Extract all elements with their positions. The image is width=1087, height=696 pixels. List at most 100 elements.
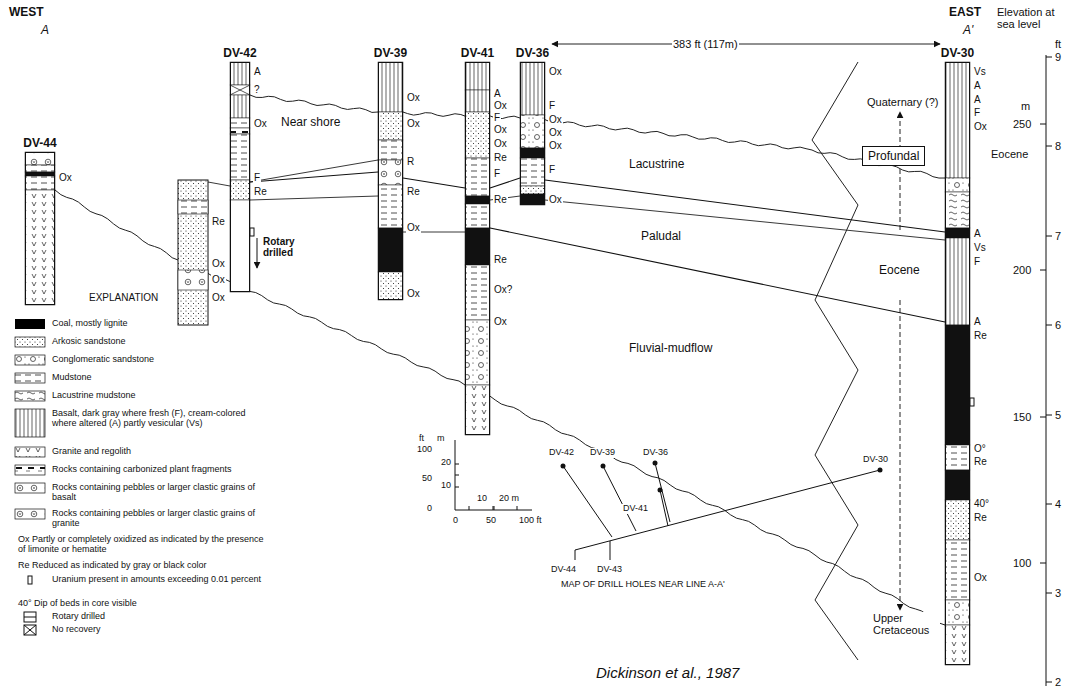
coal-bed	[945, 470, 970, 500]
age-label: Eocene	[990, 148, 1029, 160]
core-interval	[945, 62, 970, 178]
core-note: Ox	[493, 138, 508, 149]
axis-tick-label: 7	[1054, 230, 1062, 242]
map-hole-label: DV-44	[550, 565, 577, 575]
core-note: F	[253, 172, 261, 183]
core-note: Re	[253, 186, 268, 197]
coal-bed	[520, 148, 545, 158]
drill-hole-dot	[878, 468, 883, 473]
axis-tick	[1046, 415, 1052, 416]
legend-item: Lacustrine mudstone	[12, 390, 292, 400]
axis-tick	[1040, 417, 1046, 418]
coal-bed	[520, 194, 545, 205]
scale-tick: 0	[426, 504, 433, 514]
uranium-mark	[970, 398, 974, 406]
axis-tick-label: 100	[1012, 557, 1032, 569]
core-note: Vs	[973, 66, 987, 77]
core-note: Ox	[211, 258, 226, 269]
facies-name: Profundal	[868, 149, 919, 163]
legend-swatch	[15, 373, 45, 383]
core-note: O°	[973, 443, 987, 454]
map-tie-line	[610, 541, 611, 560]
core-interval	[945, 178, 970, 192]
core-note: F	[548, 164, 556, 175]
age-arrow	[900, 300, 901, 610]
core-interval	[945, 500, 970, 540]
axis-tick-label: 3	[1054, 587, 1062, 599]
scale-tick: 0	[452, 516, 459, 526]
legend-text: Rocks containing pebbles or larger clast…	[52, 508, 272, 529]
map-tie-line	[660, 490, 668, 526]
core-note: F	[973, 256, 981, 267]
map-tie-line	[563, 466, 612, 537]
map-tie-line	[603, 466, 636, 531]
axis-tick	[1046, 593, 1052, 594]
core-column	[178, 180, 208, 325]
core-interval	[520, 158, 545, 186]
legend-text: Granite and regolith	[52, 446, 272, 456]
legend-swatch	[14, 611, 46, 623]
legend-swatch	[14, 446, 46, 458]
core-interval	[945, 600, 970, 625]
axis-tick-label: 150	[1012, 411, 1032, 423]
unconformity-line	[250, 95, 945, 178]
drill-hole-dot	[653, 461, 658, 466]
legend-item: Rotary drilled	[12, 611, 292, 621]
core-interval	[378, 112, 403, 140]
legend-swatch	[15, 447, 45, 457]
core-interval	[945, 445, 970, 470]
core-interval	[230, 118, 250, 128]
drill-core-column: DV-30	[945, 62, 970, 665]
axis-tick	[1040, 563, 1046, 564]
axis-tick	[1040, 270, 1046, 271]
legend-swatch	[14, 574, 46, 586]
drill-core-column: DV-44	[25, 152, 55, 305]
scale-tick	[494, 506, 495, 510]
legend-text: Basalt, dark gray where fresh (F), cream…	[52, 408, 272, 429]
axis-tick-label: 250	[1012, 118, 1032, 130]
legend-text: Rocks containing pebbles or larger clast…	[52, 482, 272, 503]
core-note: Ox	[211, 274, 226, 285]
core-note: Ox	[211, 292, 226, 303]
legend-swatch	[14, 408, 46, 438]
core-note: Ox	[253, 118, 268, 129]
direction-label: WEST	[8, 6, 45, 19]
facies-label: Paludal	[640, 230, 682, 243]
core-interval	[465, 158, 490, 196]
hole-name: DV-44	[23, 136, 56, 153]
map-hole-label: DV-43	[596, 565, 623, 575]
core-interval	[230, 134, 250, 180]
legend-swatch	[15, 391, 45, 401]
core-note: F	[493, 168, 501, 179]
core-interval	[945, 192, 970, 228]
core-note: Ox	[406, 222, 421, 233]
age-label: Eocene	[878, 264, 921, 277]
legend-swatch	[14, 372, 46, 384]
coal-bed	[465, 196, 490, 204]
core-note: A	[493, 88, 502, 99]
axis-title: Elevation at sea level	[996, 6, 1070, 30]
core-note: F	[493, 112, 501, 123]
legend-text: Rocks containing carbonized plant fragme…	[52, 464, 272, 474]
map-tie-line	[655, 463, 670, 522]
core-interval	[945, 625, 970, 665]
legend-text: No recovery	[52, 624, 272, 634]
axis-tick-label: 5	[1054, 409, 1062, 421]
core-note: Ox	[406, 118, 421, 129]
core-interval	[520, 186, 545, 194]
hole-name: DV-30	[941, 46, 974, 63]
scale-tick: 50	[421, 474, 433, 484]
core-note: F	[548, 100, 556, 111]
age-arrow	[900, 112, 901, 230]
legend-swatch	[15, 355, 45, 365]
core-interval	[230, 95, 250, 118]
scale-tick	[455, 464, 459, 465]
section-end-label: A	[40, 24, 50, 37]
core-note: Re	[973, 456, 988, 467]
no-recovery-mark	[230, 85, 250, 95]
drill-core-column: DV-42	[230, 62, 250, 292]
axis-tick-label: 4	[1054, 498, 1062, 510]
legend-swatch	[14, 354, 46, 366]
correlation-line	[208, 182, 230, 186]
